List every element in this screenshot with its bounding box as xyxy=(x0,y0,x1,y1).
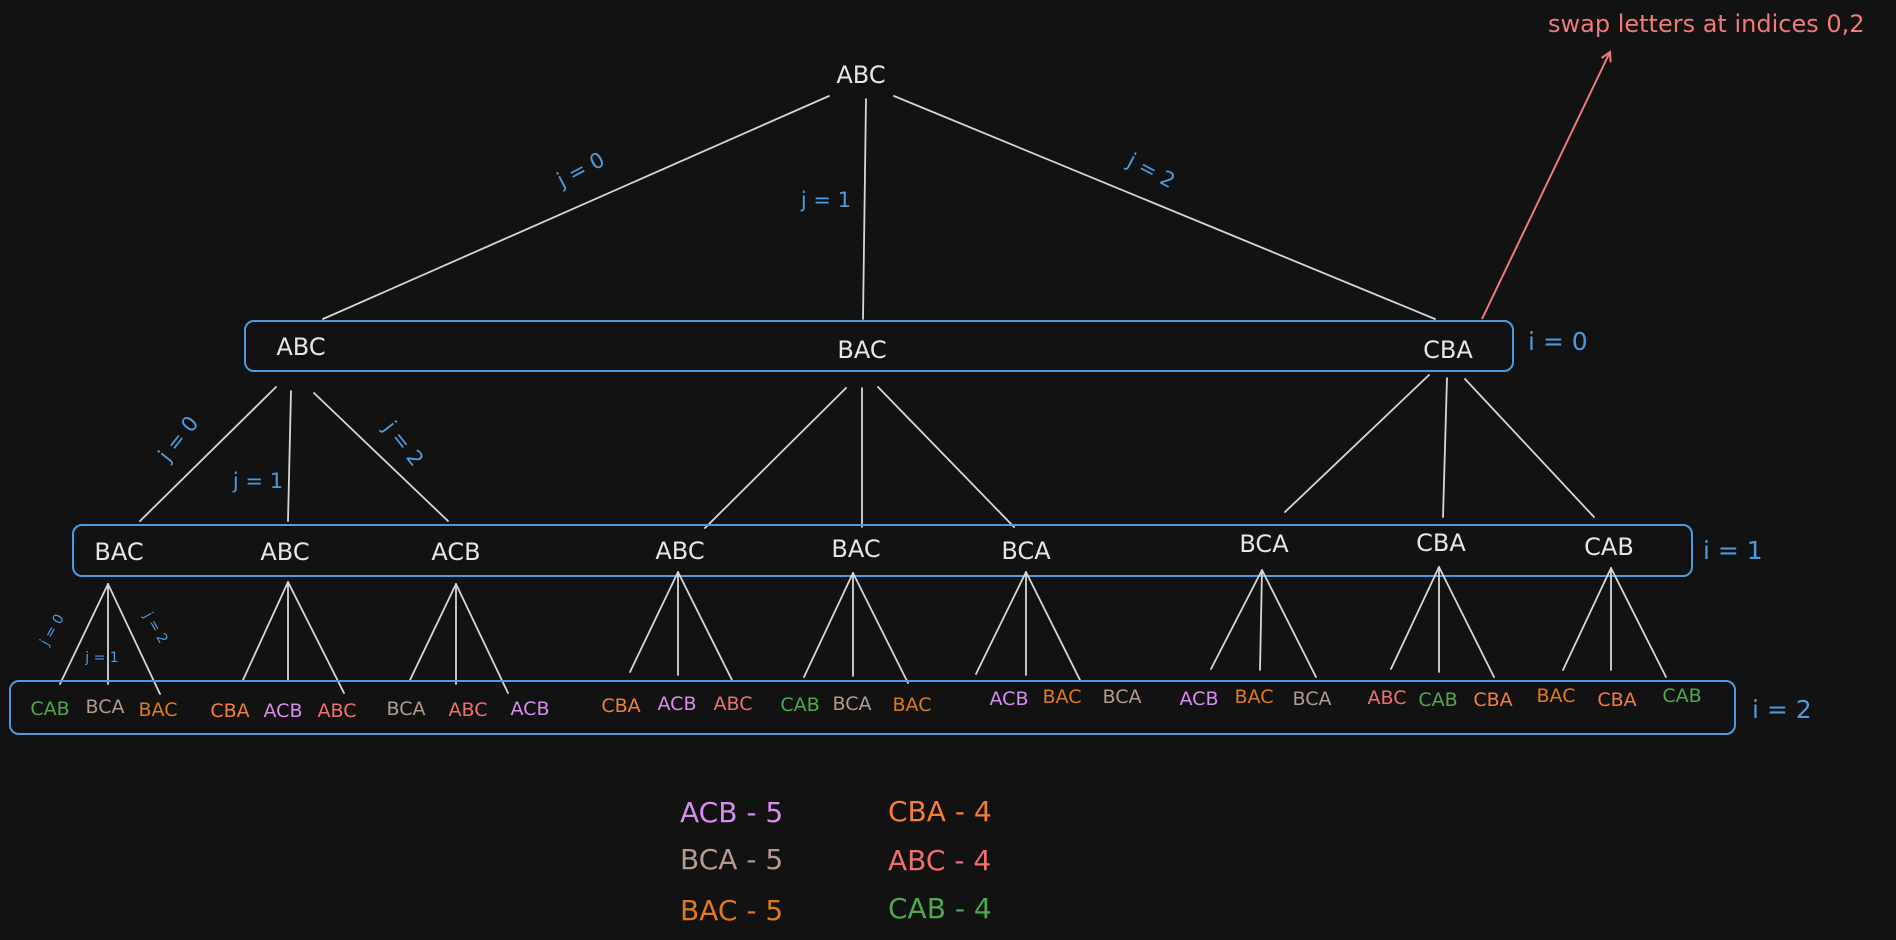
leaf-node: BAC xyxy=(139,699,178,721)
leaf-node: ABC xyxy=(318,700,357,722)
l1-edge xyxy=(803,572,854,678)
l1-edge xyxy=(975,571,1027,675)
leaf-node: BCA xyxy=(387,698,426,720)
level0-node: ABC xyxy=(276,333,325,361)
l1-edge xyxy=(409,583,457,681)
level1-index-label: i = 1 xyxy=(1703,536,1763,565)
leaf-node: CAB xyxy=(30,698,69,720)
l0-edge-label-j0: j = 0 xyxy=(153,412,203,467)
level1-node: BCA xyxy=(1001,537,1051,565)
legend-entry-abc: ABC - 4 xyxy=(888,844,991,877)
l1-edge-label-j2: j = 2 xyxy=(140,609,171,647)
root-node: ABC xyxy=(836,61,885,89)
legend-entry-bac: BAC - 5 xyxy=(680,894,783,927)
legend: ACB - 5 BCA - 5 BAC - 5 CBA - 4 ABC - 4 … xyxy=(680,795,992,927)
root-edge-j0 xyxy=(322,95,830,320)
leaf-node: BCA xyxy=(833,693,872,715)
l0-edge xyxy=(287,390,292,522)
l0-edge xyxy=(1464,378,1595,518)
leaf-node: BCA xyxy=(1293,688,1332,710)
leaf-node: CAB xyxy=(1662,685,1701,707)
root-edge-label-j1: j = 1 xyxy=(800,188,851,212)
level1-node: BAC xyxy=(94,538,143,566)
l1-edge xyxy=(1261,569,1317,678)
l1-edge xyxy=(1610,567,1667,678)
leaf-node: BCA xyxy=(86,696,125,718)
level0-node: CBA xyxy=(1423,336,1473,364)
root-edge-label-j2: j = 2 xyxy=(1123,148,1179,193)
l1-edge xyxy=(677,571,733,681)
level1-node: CBA xyxy=(1416,529,1466,557)
l0-edge xyxy=(139,386,277,522)
l1-edge xyxy=(242,581,289,681)
l0-edge xyxy=(704,387,847,529)
level1-node: ABC xyxy=(260,538,309,566)
level1-node: ACB xyxy=(431,538,480,566)
level1-node: BAC xyxy=(831,535,880,563)
leaf-node: BAC xyxy=(893,694,932,716)
legend-entry-bca: BCA - 5 xyxy=(680,843,783,876)
leaf-node: ACB xyxy=(990,688,1029,710)
leaf-node: BAC xyxy=(1235,686,1274,708)
l1-edge xyxy=(1562,567,1612,671)
l1-edge-label-j0: j = 0 xyxy=(37,612,68,650)
level1-node: ABC xyxy=(655,537,704,565)
level1-box xyxy=(72,524,1693,577)
legend-entry-acb: ACB - 5 xyxy=(680,796,783,829)
leaf-node: ABC xyxy=(1368,687,1407,709)
level0-node: BAC xyxy=(837,336,886,364)
leaf-node: BCA xyxy=(1103,686,1142,708)
l0-edge xyxy=(877,386,1015,528)
annotation-arrow xyxy=(1481,52,1610,320)
l0-edge xyxy=(313,392,449,522)
l1-edge xyxy=(1259,569,1263,671)
leaf-node: ABC xyxy=(449,699,488,721)
l0-edge-label-j1: j = 1 xyxy=(232,469,283,493)
level2-box xyxy=(9,680,1736,735)
level2-nodes: CAB BCA BAC CBA ACB ABC BCA ABC ACB CBA ACB ABC CAB B… xyxy=(30,685,1701,722)
leaf-node: CBA xyxy=(210,700,249,722)
l1-edge xyxy=(1025,571,1081,681)
leaf-node: ACB xyxy=(264,700,303,722)
l1-edge xyxy=(1390,566,1440,670)
level0-index-label: i = 0 xyxy=(1528,327,1588,356)
leaf-node: CBA xyxy=(601,695,640,717)
level1-to-level2-edges xyxy=(59,566,1667,695)
leaf-node: CBA xyxy=(1473,689,1512,711)
l1-edge xyxy=(59,583,109,685)
l1-edge xyxy=(455,583,509,694)
l1-edge xyxy=(107,583,161,695)
l1-edge xyxy=(287,581,345,694)
root-edge-j2 xyxy=(893,95,1436,320)
level0-box xyxy=(244,320,1514,372)
leaf-node: CAB xyxy=(1418,689,1457,711)
root-edge-j1 xyxy=(862,98,867,320)
l1-edge xyxy=(629,571,679,673)
leaf-node: ACB xyxy=(1180,688,1219,710)
l1-edge-label-j1: j = 1 xyxy=(84,650,118,666)
l1-edge xyxy=(1210,569,1263,670)
level1-node: CAB xyxy=(1584,533,1634,561)
root-edge-label-j0: j = 0 xyxy=(552,147,608,192)
leaf-node: CBA xyxy=(1597,689,1636,711)
leaf-node: BAC xyxy=(1537,685,1576,707)
annotation-text: swap letters at indices 0,2 xyxy=(1548,10,1865,38)
level2-index-label: i = 2 xyxy=(1752,695,1812,724)
leaf-node: ACB xyxy=(658,693,697,715)
l1-edge xyxy=(1438,566,1495,678)
l0-edge xyxy=(1284,374,1430,513)
legend-entry-cba: CBA - 4 xyxy=(888,795,992,828)
legend-entry-cab: CAB - 4 xyxy=(888,892,992,925)
l0-edge xyxy=(1442,377,1448,518)
leaf-node: ABC xyxy=(714,693,753,715)
l1-edge xyxy=(852,572,909,684)
level1-node: BCA xyxy=(1239,530,1289,558)
leaf-node: CAB xyxy=(780,694,819,716)
leaf-node: ACB xyxy=(511,698,550,720)
leaf-node: BAC xyxy=(1043,686,1082,708)
